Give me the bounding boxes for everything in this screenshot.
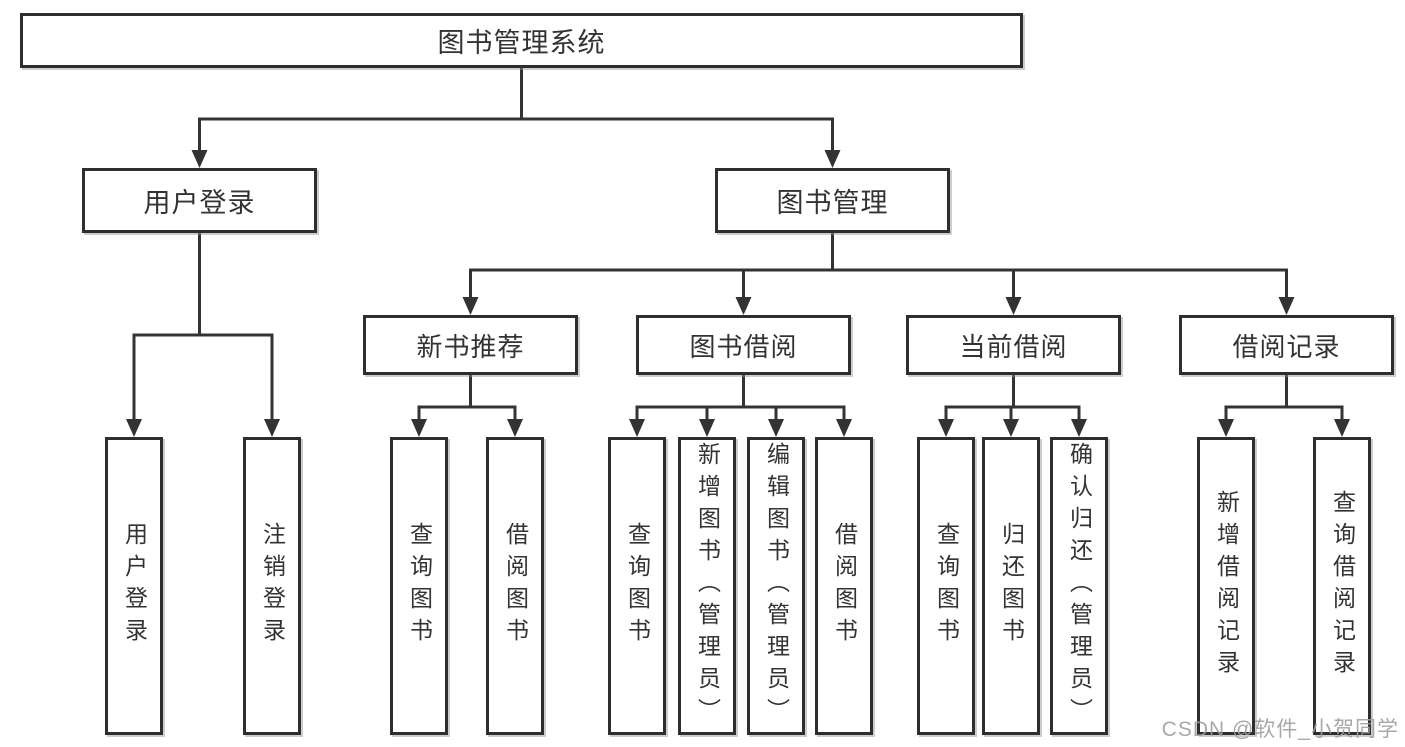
leaf-cb-return-books: 归还图书	[982, 437, 1040, 735]
edge-root-to-level2	[191, 66, 841, 168]
leaf-bb-query-books: 查询图书	[608, 437, 666, 735]
leaf-cb-return-books-label: 归还图书	[998, 522, 1025, 650]
leaf-br-add-record: 新增借阅记录	[1197, 437, 1255, 735]
node-root: 图书管理系统	[20, 13, 1023, 68]
edge-current-borrow-children	[938, 373, 1087, 437]
csdn-watermark: CSDN @软件_小贺同学	[1161, 718, 1399, 741]
leaf-logout: 注销登录	[243, 437, 301, 735]
leaf-br-query-record-label: 查询借阅记录	[1329, 490, 1356, 682]
leaf-cb-confirm-return-label: 确认归还（管理员）	[1066, 442, 1093, 730]
leaf-user-login: 用户登录	[105, 437, 163, 735]
node-book-borrow: 图书借阅	[636, 315, 851, 375]
edge-new-book-rec-children	[411, 373, 523, 437]
leaf-user-login-label: 用户登录	[121, 522, 148, 650]
leaf-bb-add-books: 新增图书（管理员）	[678, 437, 736, 735]
node-borrow-records: 借阅记录	[1179, 315, 1394, 375]
leaf-bb-edit-books: 编辑图书（管理员）	[747, 437, 805, 735]
leaf-bb-add-books-label: 新增图书（管理员）	[694, 442, 721, 730]
leaf-logout-label: 注销登录	[259, 522, 286, 650]
leaf-bb-edit-books-label: 编辑图书（管理员）	[763, 442, 790, 730]
leaf-rec-borrow-books-label: 借阅图书	[502, 522, 529, 650]
node-new-book-rec: 新书推荐	[363, 315, 578, 375]
edge-borrow-records-children	[1218, 373, 1350, 437]
leaf-rec-query-books: 查询图书	[390, 437, 448, 735]
node-user-login: 用户登录	[82, 168, 317, 233]
leaf-bb-borrow-books: 借阅图书	[815, 437, 873, 735]
leaf-rec-query-books-label: 查询图书	[406, 522, 433, 650]
leaf-bb-query-books-label: 查询图书	[624, 522, 651, 650]
leaf-cb-confirm-return: 确认归还（管理员）	[1050, 437, 1108, 735]
node-current-borrow: 当前借阅	[906, 315, 1121, 375]
leaf-bb-borrow-books-label: 借阅图书	[831, 522, 858, 650]
edge-book-mgmt-children	[462, 231, 1295, 315]
leaf-br-add-record-label: 新增借阅记录	[1213, 490, 1240, 682]
leaf-cb-query-books-label: 查询图书	[933, 522, 960, 650]
leaf-cb-query-books: 查询图书	[917, 437, 975, 735]
node-book-mgmt: 图书管理	[715, 168, 950, 233]
edge-book-borrow-children	[629, 373, 852, 437]
leaf-rec-borrow-books: 借阅图书	[486, 437, 544, 735]
edge-user-login-children	[126, 231, 280, 437]
leaf-br-query-record: 查询借阅记录	[1313, 437, 1371, 735]
